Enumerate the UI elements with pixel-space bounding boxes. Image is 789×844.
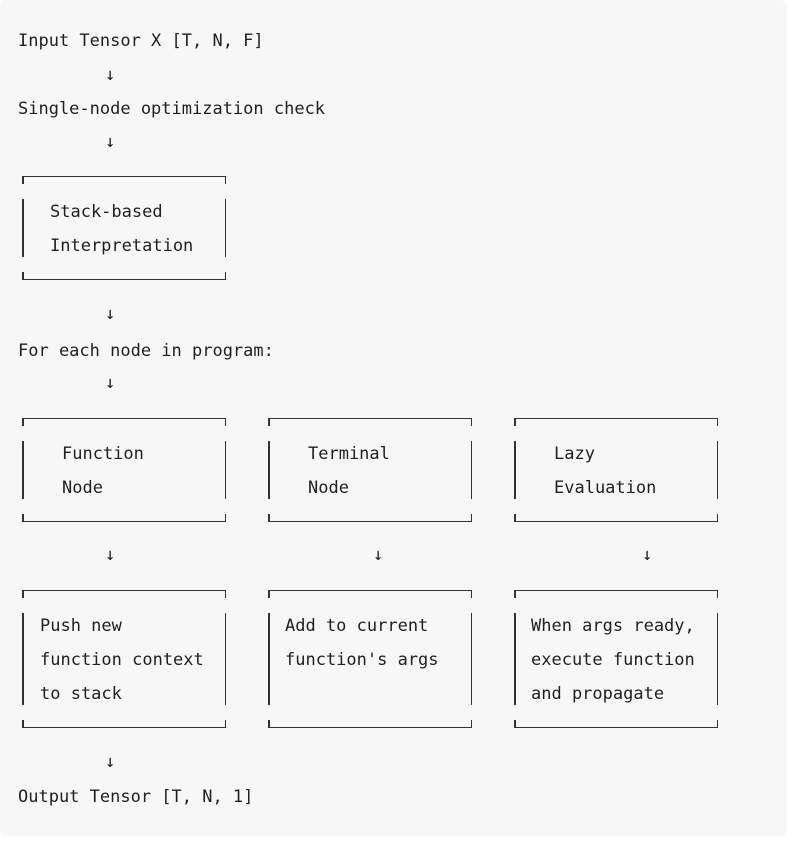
arrow-icon: ↓ [105,545,116,565]
push-context-line-3: to stack [40,684,122,704]
execute-function-line-3: and propagate [531,684,665,704]
execute-function-box: When args ready, execute function and pr… [514,590,718,728]
terminal-node-box: Terminal Node [268,418,472,522]
add-args-line-2: function's args [285,650,439,670]
arrow-icon: ↓ [105,373,116,393]
lazy-evaluation-line-2: Evaluation [554,478,657,498]
arrow-icon: ↓ [105,304,116,324]
function-node-line-1: Function [62,444,144,464]
input-tensor-label: Input Tensor X [T, N, F] [18,31,264,51]
output-tensor-label: Output Tensor [T, N, 1] [18,787,254,807]
lazy-evaluation-line-1: Lazy [554,444,595,464]
function-node-line-2: Node [62,478,103,498]
function-node-box: Function Node [22,418,226,522]
add-args-box: Add to current function's args [268,590,472,728]
add-args-line-1: Add to current [285,616,429,636]
lazy-evaluation-box: Lazy Evaluation [514,418,718,522]
arrow-icon: ↓ [105,132,116,152]
terminal-node-line-2: Node [308,478,349,498]
arrow-icon: ↓ [373,545,384,565]
stack-interpretation-box: Stack-based Interpretation [22,176,226,280]
loop-label: For each node in program: [18,341,274,361]
execute-function-line-1: When args ready, [531,616,695,636]
terminal-node-line-1: Terminal [308,444,390,464]
push-context-line-2: function context [40,650,204,670]
stack-box-line-1: Stack-based [50,202,163,222]
push-context-box: Push new function context to stack [22,590,226,728]
arrow-icon: ↓ [105,752,116,772]
optimization-check-label: Single-node optimization check [18,99,326,119]
arrow-icon: ↓ [642,545,653,565]
execute-function-line-2: execute function [531,650,695,670]
push-context-line-1: Push new [40,616,122,636]
stack-box-line-2: Interpretation [50,236,194,256]
arrow-icon: ↓ [105,65,116,85]
